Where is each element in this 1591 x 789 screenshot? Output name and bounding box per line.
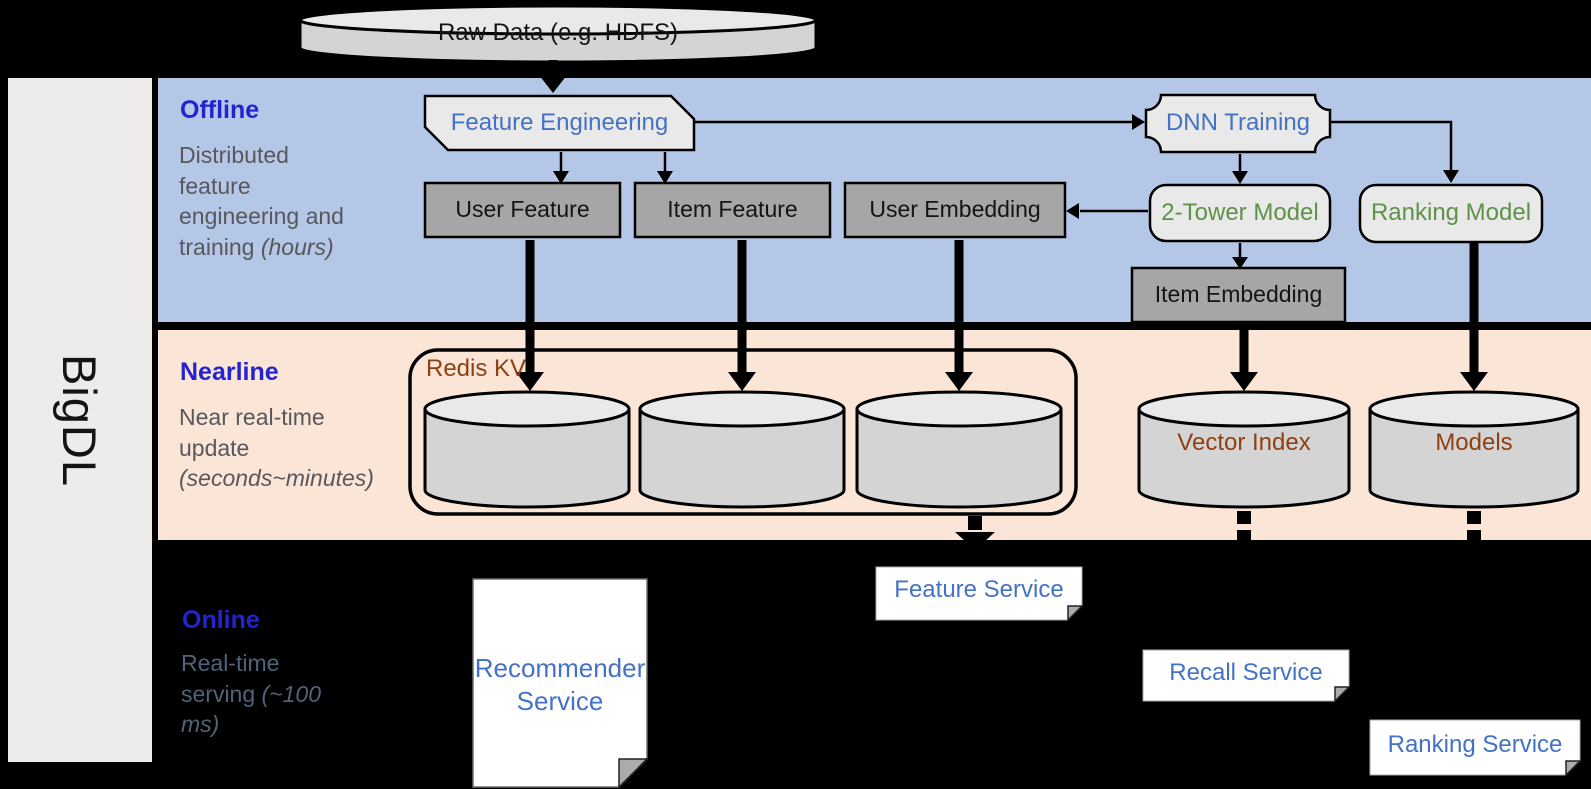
feature-service-tab xyxy=(875,566,1084,622)
nearline-section-desc: Near real-time update (seconds~minutes) xyxy=(179,402,394,494)
recall-service-tab xyxy=(1142,649,1351,703)
redis-cylinder-2 xyxy=(638,390,846,509)
nearline-desc-note: (seconds~minutes) xyxy=(179,465,374,492)
ranking-service-tab xyxy=(1369,719,1582,777)
vector-index-cylinder xyxy=(1137,390,1351,509)
arrow-two-tower-to-item-embedding xyxy=(1232,243,1248,269)
arrow-dnn-to-ranking-model xyxy=(1331,120,1459,183)
online-desc-text: Real-time serving xyxy=(181,650,280,707)
bigdl-sidebar: BigDL xyxy=(8,78,152,762)
arrow-fe-to-item-feature xyxy=(657,152,673,184)
nearline-section-title: Nearline xyxy=(180,358,279,386)
offline-desc-text: Distributed feature engineering and trai… xyxy=(179,142,344,260)
pipe-user-embedding-to-redis xyxy=(945,240,973,391)
offline-section-desc: Distributed feature engineering and trai… xyxy=(179,140,364,262)
two-tower-model-box xyxy=(1148,183,1332,243)
pipe-item-feature-to-redis xyxy=(728,240,756,391)
models-cylinder xyxy=(1368,390,1580,509)
item-feature-box xyxy=(633,181,832,239)
pipe-user-feature-to-redis xyxy=(516,240,544,391)
feature-engineering-box xyxy=(423,94,696,152)
online-section-title: Online xyxy=(182,606,260,634)
pipe-ranking-model-to-models xyxy=(1460,243,1488,391)
offline-desc-note: (hours) xyxy=(260,233,334,260)
redis-kv-container xyxy=(408,348,1078,516)
dashed-arrow-redis-to-feature-service xyxy=(955,516,995,550)
dashed-link-models-to-ranking-service xyxy=(1467,511,1481,543)
arrow-fe-to-user-feature xyxy=(553,152,569,184)
user-feature-box xyxy=(423,181,622,239)
redis-cylinder-1 xyxy=(423,390,631,509)
raw-data-cylinder xyxy=(298,4,818,64)
pipe-item-embedding-to-vector-index xyxy=(1230,322,1258,391)
arrow-rawdata-to-feature-engineering xyxy=(539,60,567,93)
item-embedding-box xyxy=(1130,266,1347,324)
arrow-dnn-to-two-tower xyxy=(1232,154,1248,184)
dashed-link-vector-index-to-recall-service xyxy=(1237,511,1251,543)
redis-cylinder-3 xyxy=(855,390,1063,509)
arrow-fe-to-dnn-training xyxy=(695,114,1145,130)
arrow-two-tower-to-user-embedding xyxy=(1066,203,1148,219)
online-desc-note: (~100 ms) xyxy=(181,680,322,738)
offline-section-title: Offline xyxy=(180,96,260,124)
recommender-service-doc xyxy=(472,578,649,789)
nearline-desc-text: Near real-time update xyxy=(179,404,325,461)
online-section-desc: Real-time serving (~100 ms) xyxy=(181,648,346,740)
dnn-training-box xyxy=(1144,93,1332,154)
user-embedding-box xyxy=(843,181,1067,239)
ranking-model-box xyxy=(1358,183,1544,244)
